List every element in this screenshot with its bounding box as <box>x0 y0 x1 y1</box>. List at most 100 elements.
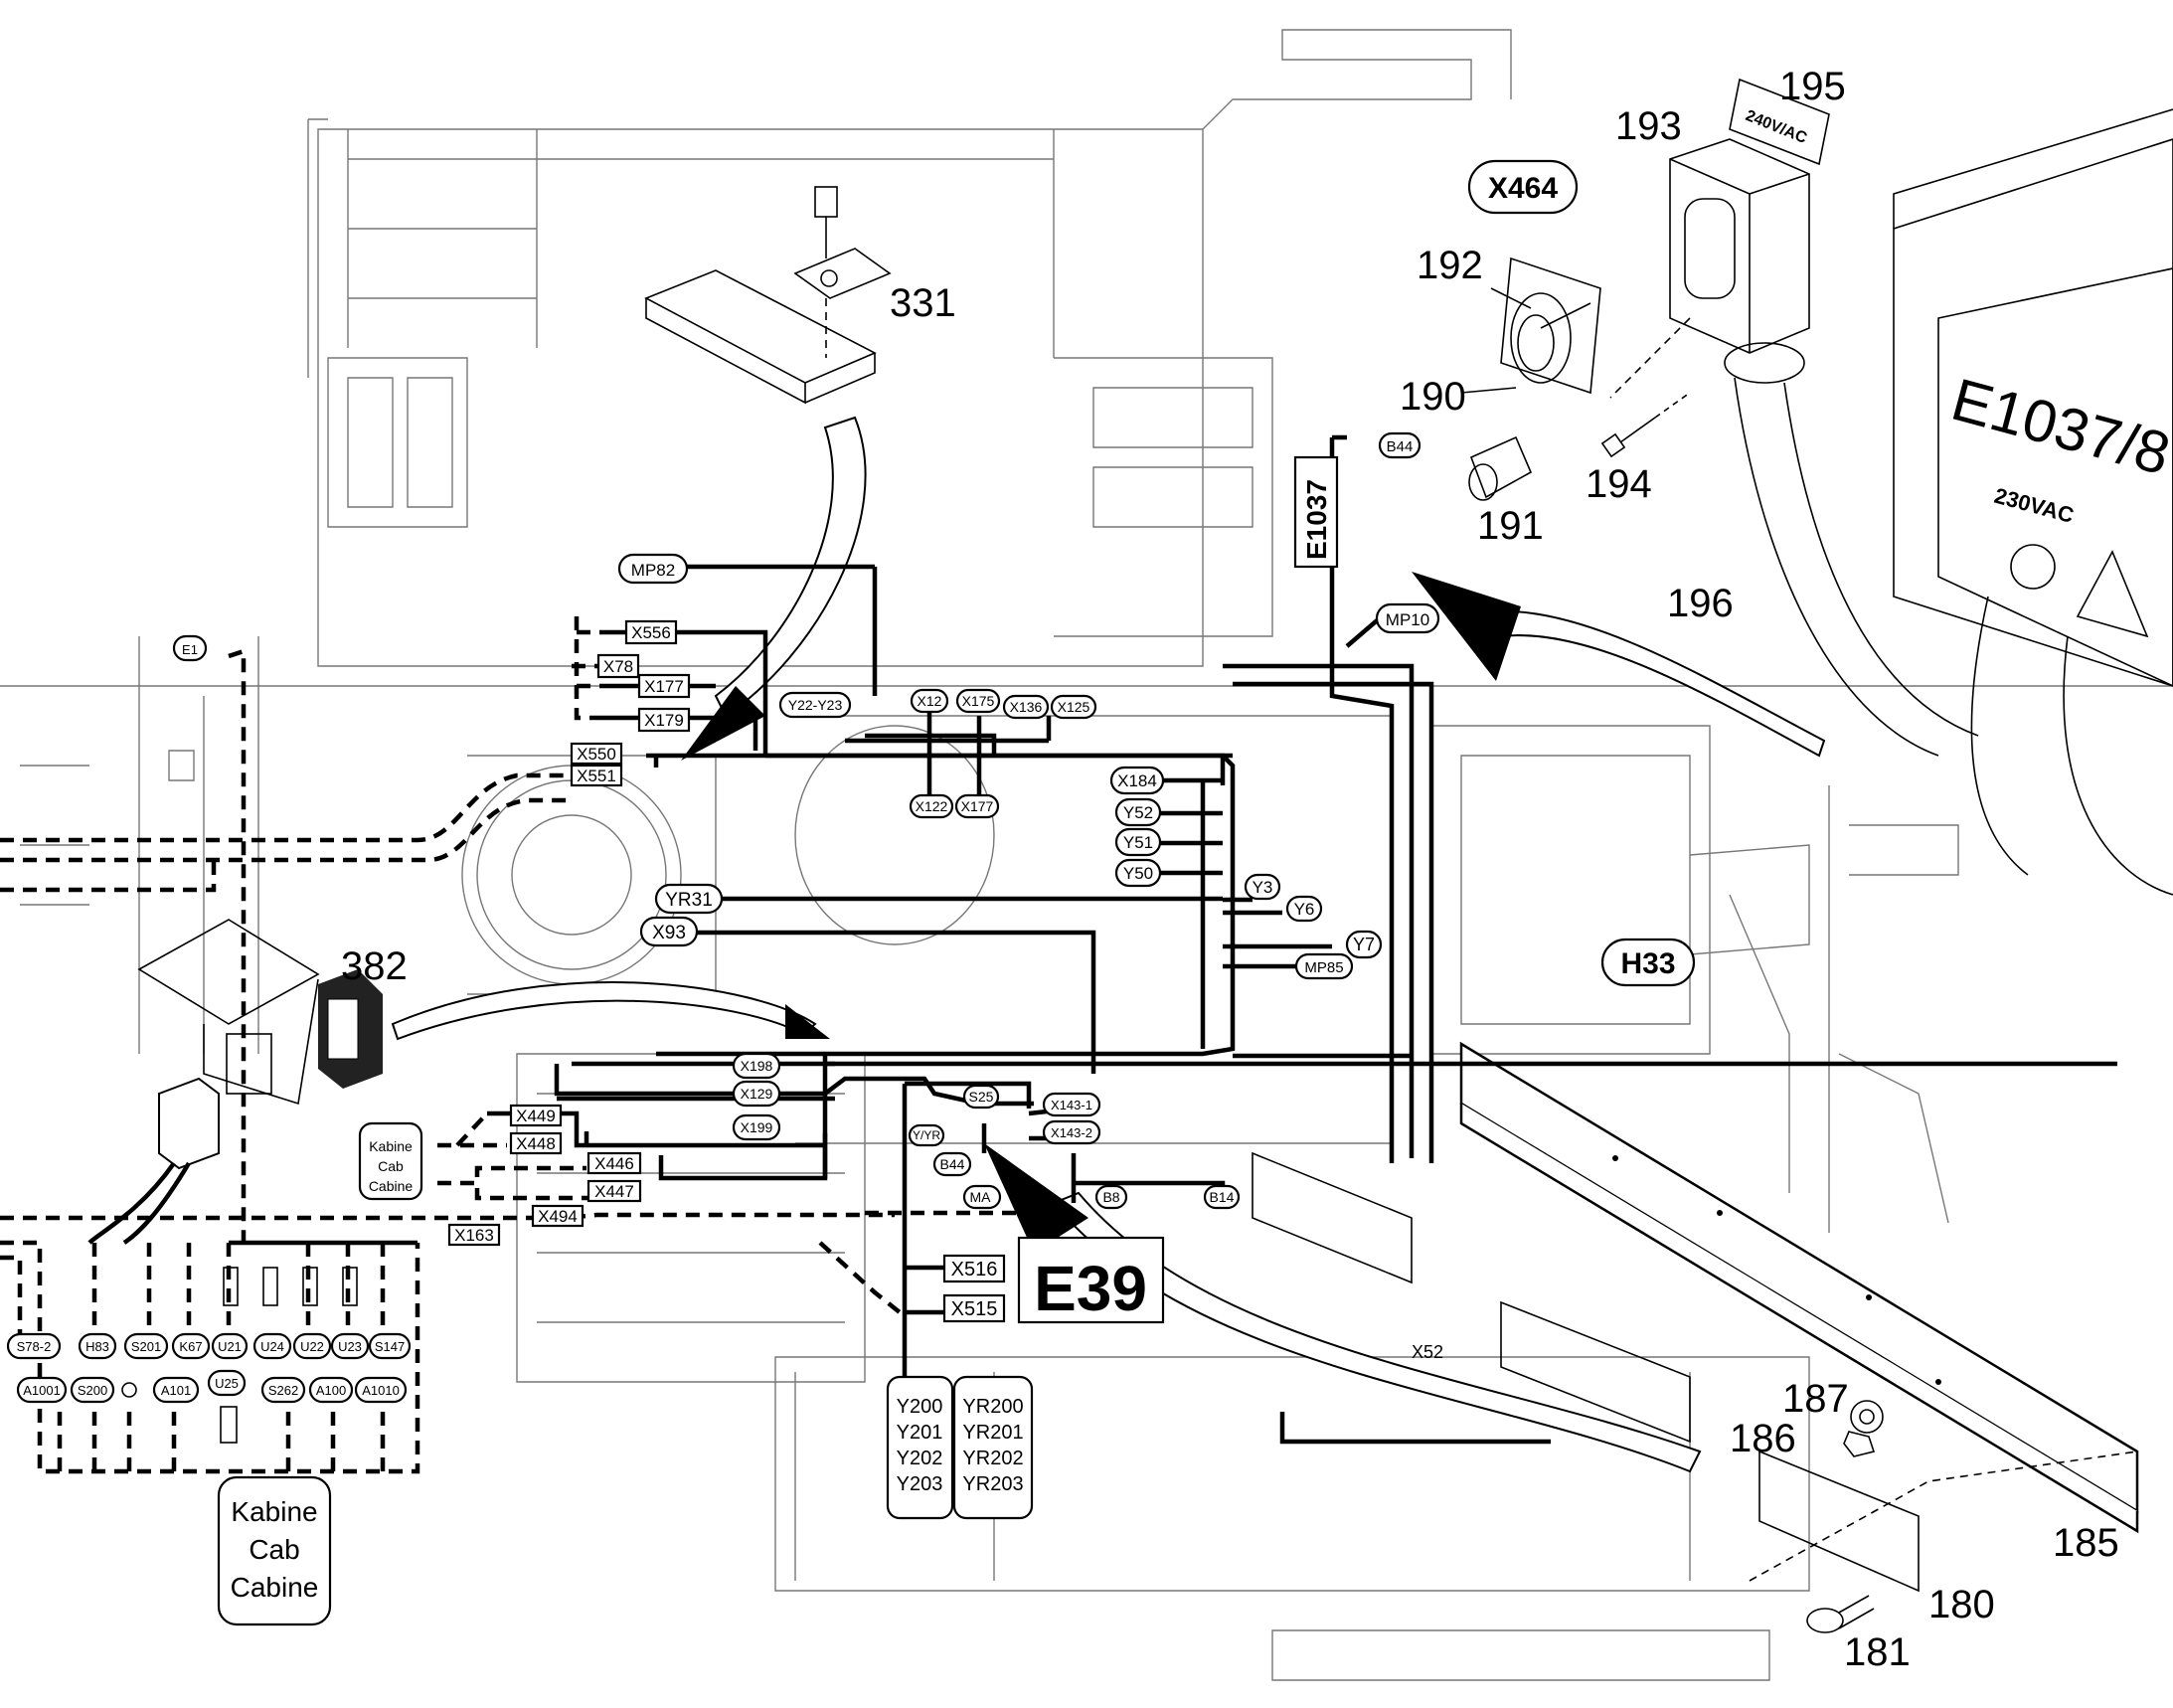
callout-382: 382 <box>341 944 408 988</box>
callout-191: 191 <box>1477 504 1544 548</box>
connector-y3: Y3 <box>1253 878 1273 897</box>
connector-x494: X494 <box>538 1207 578 1226</box>
module-382 <box>87 969 383 1245</box>
callout-331: 331 <box>890 281 956 325</box>
connector-x12: X12 <box>918 693 942 709</box>
connector-x550: X550 <box>577 745 616 764</box>
callout-194: 194 <box>1586 462 1652 506</box>
bolt-181 <box>1806 1595 1875 1633</box>
connector-x179: X179 <box>644 711 684 730</box>
connector-x199: X199 <box>741 1119 773 1135</box>
valve-right-3: YR203 <box>962 1473 1023 1495</box>
decal-plate-1 <box>1252 1151 1413 1284</box>
connector-b44-bottom: B44 <box>940 1156 965 1172</box>
connector-x175: X175 <box>962 693 995 709</box>
bottom-top-5: U24 <box>260 1339 284 1354</box>
connector-ma: MA <box>970 1189 992 1205</box>
bottom-top-6: U22 <box>300 1339 324 1354</box>
connector-x515: X515 <box>951 1298 998 1320</box>
callout-196: 196 <box>1667 582 1734 625</box>
callout-181: 181 <box>1844 1630 1911 1674</box>
bottom-top-1: H83 <box>85 1339 109 1354</box>
connector-x448: X448 <box>516 1134 556 1153</box>
callout-187: 187 <box>1782 1377 1849 1421</box>
part-331-clamp <box>644 186 892 405</box>
valve-right-2: YR202 <box>962 1448 1023 1469</box>
bottom-top-4: U21 <box>218 1339 242 1354</box>
valve-left-1: Y201 <box>897 1422 943 1444</box>
connector-x78: X78 <box>603 657 633 676</box>
cab-large-line-2: Cabine <box>231 1572 319 1603</box>
bottom-top-2: S201 <box>131 1339 161 1354</box>
bottom-low-0: A1001 <box>23 1383 61 1398</box>
callout-186: 186 <box>1730 1417 1796 1460</box>
connector-y22-y23: Y22-Y23 <box>788 697 843 713</box>
connector-x163: X163 <box>454 1226 494 1245</box>
plate-185 <box>1459 1041 2139 1582</box>
connector-x122: X122 <box>916 798 948 814</box>
valve-left-3: Y203 <box>897 1473 943 1495</box>
bottom-top-0: S78-2 <box>17 1339 52 1354</box>
bottom-top-8: S147 <box>375 1339 405 1354</box>
component-x464: X464 <box>1488 172 1558 205</box>
connector-mp82: MP82 <box>631 561 675 580</box>
connector-x143-2: X143-2 <box>1051 1125 1092 1140</box>
washer-187 <box>1850 1400 1884 1434</box>
bottom-row-top: S78-2 H83 S201 K67 U21 U24 U22 U23 S147 <box>6 1267 412 1444</box>
cab-note-small: Kabine Cab Cabine <box>358 1121 423 1201</box>
connector-y6: Y6 <box>1294 900 1315 919</box>
decal-plate-2 <box>1500 1300 1691 1444</box>
bottom-low-2: A101 <box>161 1383 191 1398</box>
nut-186 <box>1843 1431 1876 1457</box>
connector-x93: X93 <box>652 923 686 943</box>
connector-x447: X447 <box>594 1182 634 1201</box>
connector-x516: X516 <box>951 1259 998 1281</box>
cab-large-line-0: Kabine <box>231 1496 317 1527</box>
callout-190: 190 <box>1400 375 1466 419</box>
connector-x143-1: X143-1 <box>1051 1098 1092 1112</box>
connector-yyr: Y/YR <box>913 1128 940 1142</box>
connector-y50: Y50 <box>1123 864 1153 883</box>
cab-large-line-1: Cab <box>249 1534 299 1565</box>
valve-list: Y200 Y201 Y202 Y203 YR200 YR201 YR202 YR… <box>886 1375 1034 1520</box>
bottom-low-5: A100 <box>316 1383 346 1398</box>
arrow-to-b44 <box>1412 572 1826 758</box>
connector-x198: X198 <box>741 1058 773 1074</box>
bottom-row-low: A1001 S200 A101 U25 S262 A100 A1010 <box>16 1369 408 1404</box>
connector-mp85: MP85 <box>1304 959 1343 976</box>
arrow-to-e39 <box>984 1143 1702 1473</box>
connector-x184: X184 <box>1117 771 1157 790</box>
callout-numbers: 331 382 195 193 192 190 191 194 196 187 … <box>341 65 2119 1674</box>
valve-right-0: YR200 <box>962 1396 1023 1418</box>
bottom-low-3: U25 <box>215 1376 239 1391</box>
cab-small-line-1: Cab <box>378 1158 404 1174</box>
component-e1037-8: E1037/8 <box>1945 366 2173 488</box>
arrow-382 <box>391 981 830 1041</box>
bottom-top-7: U23 <box>338 1339 362 1354</box>
connector-x177-box: X177 <box>644 677 684 696</box>
connector-x446: X446 <box>594 1154 634 1173</box>
bottom-low-6: A1010 <box>362 1383 400 1398</box>
callout-193: 193 <box>1615 104 1682 148</box>
connector-y51: Y51 <box>1123 833 1153 852</box>
bottom-low-1: S200 <box>78 1383 107 1398</box>
component-voltage-240: 240V/AC <box>1744 107 1810 147</box>
connector-e1: E1 <box>182 642 198 657</box>
callout-192: 192 <box>1417 244 1483 287</box>
component-voltage-230: 230VAC <box>1992 483 2077 528</box>
connector-yr31: YR31 <box>665 890 713 911</box>
connector-b14: B14 <box>1210 1189 1235 1205</box>
component-e39: E39 <box>1034 1253 1147 1324</box>
callout-185: 185 <box>2053 1521 2119 1565</box>
decal-plate-180 <box>1758 1450 1920 1593</box>
connector-s25: S25 <box>969 1089 994 1105</box>
connector-y52: Y52 <box>1123 803 1153 822</box>
connector-x551: X551 <box>577 767 616 785</box>
connector-mp10: MP10 <box>1386 610 1429 629</box>
callout-195: 195 <box>1779 65 1846 108</box>
bottom-top-3: K67 <box>179 1339 202 1354</box>
connector-b44-top: B44 <box>1387 438 1414 455</box>
socket-assembly <box>1468 78 2173 896</box>
connector-x52-partial: X52 <box>1412 1342 1443 1362</box>
